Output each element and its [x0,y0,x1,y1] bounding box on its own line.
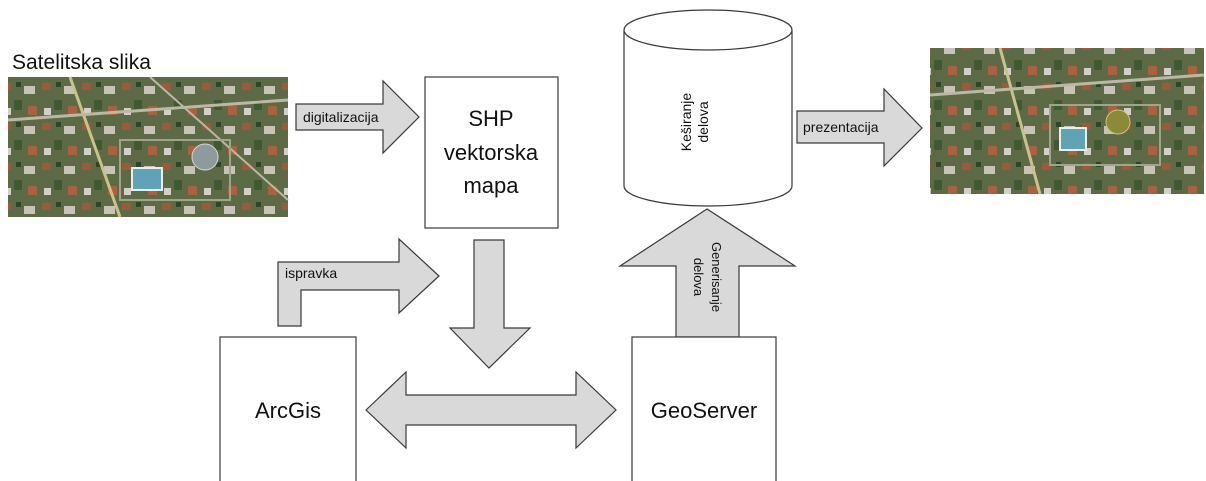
correction-arrow: ispravka [277,237,440,327]
tile-cache-line-2: delova [695,101,711,142]
shp-to-geoserver-arrow [448,239,532,369]
tile-generation-line-1: Generisanje [709,242,724,312]
correction-label: ispravka [285,265,337,281]
digitalization-label: digitalizacija [303,109,379,125]
presentation-arrow: prezentacija [796,87,923,168]
shp-vector-map-box: SHP vektorska mapa [424,76,559,229]
satellite-image-label: Satelitska slika [12,51,151,74]
digitalization-arrow: digitalizacija [295,79,420,155]
shp-map-line-1: SHP [468,106,513,131]
presentation-image [929,47,1205,195]
presentation-label: prezentacija [803,119,879,135]
arcgis-geoserver-double-arrow [365,370,617,450]
tile-cache-line-1: Keširanje [678,93,694,152]
tile-generation-line-2: delova [691,258,706,297]
shp-map-line-3: mapa [463,173,519,198]
tile-cache-cylinder: Keširanje delova [623,9,793,207]
geoserver-box: GeoServer [631,336,777,481]
satellite-image [7,76,289,218]
arcgis-label: ArcGis [255,398,321,423]
geoserver-label: GeoServer [651,398,757,423]
arcgis-box: ArcGis [219,336,357,481]
tile-generation-arrow: Generisanje delova [617,208,798,338]
shp-map-line-2: vektorska [444,140,539,165]
